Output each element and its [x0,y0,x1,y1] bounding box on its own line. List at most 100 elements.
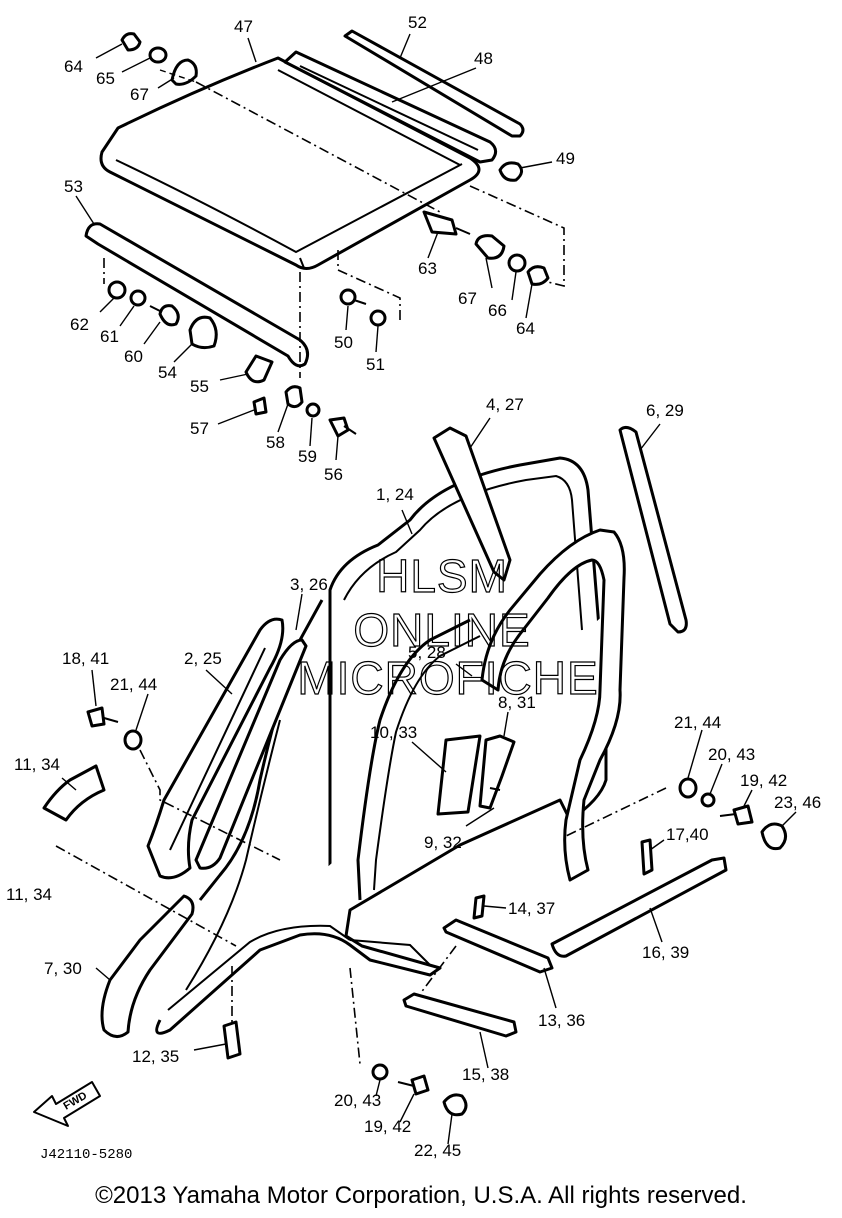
callout-6-29: 6, 29 [646,401,684,420]
washer-61 [129,289,147,307]
callout-15-38: 15, 38 [462,1065,509,1084]
callout-62: 62 [70,315,89,334]
callout-5-28: 5, 28 [408,643,446,662]
callout-57: 57 [190,419,209,438]
cap-23-46 [760,822,787,851]
callout-11-34-bottom: 11, 34 [6,885,52,904]
leader-lines [61,33,797,1145]
bolt-12-35 [222,1020,242,1060]
roof-assembly-lines [103,69,565,378]
nut-20-43-bottom [371,1063,389,1081]
callout-14-37: 14, 37 [508,899,555,918]
step-plate-15-38 [402,992,518,1038]
callout-22-45: 22, 45 [414,1141,461,1160]
callout-51: 51 [366,355,385,374]
callout-56: 56 [324,465,343,484]
bolt-17-40 [640,838,654,876]
cap-22-45 [442,1093,468,1117]
nut-51 [369,309,387,327]
nut-20-43-right [700,792,716,808]
bolt-19-42-right [719,804,754,826]
pillar-7-30 [100,894,195,1038]
callout-8-31: 8, 31 [498,693,536,712]
panel-2-25 [146,617,285,880]
callout-48: 48 [474,49,493,68]
step-plate-16-39 [550,856,728,958]
watermark-line-2: ONLINE [353,604,530,656]
callout-11-34-top: 11, 34 [14,755,60,774]
cushion-67-top [170,58,198,86]
callout-64-top: 64 [64,57,83,76]
callout-23-46: 23, 46 [774,793,821,812]
watermark: HLSM ONLINE MICROFICHE [297,549,599,704]
washer-66 [507,253,527,273]
washer-59 [305,402,321,418]
callout-50: 50 [334,333,353,352]
callout-61: 61 [100,327,119,346]
bolt-14-37 [472,894,486,920]
callout-67-top: 67 [130,85,149,104]
weatherstrip-4-27 [432,426,512,582]
callout-3-26: 3, 26 [290,575,328,594]
washer-21-44-left [123,729,143,751]
callout-52: 52 [408,13,427,32]
cushion-67-right [474,234,506,260]
callout-49: 49 [556,149,575,168]
bracket-55 [244,354,274,384]
callout-63: 63 [418,259,437,278]
callout-19-42-bottom: 19, 42 [364,1117,411,1136]
roof-panel [99,56,481,270]
collar-58 [284,385,304,409]
bolt-63 [422,210,471,236]
callout-65: 65 [96,69,115,88]
frame-assembly-lines [55,749,667,1065]
watermark-line-3: MICROFICHE [297,652,598,704]
panel-10-33 [436,734,482,816]
callout-55: 55 [190,377,209,396]
callout-53: 53 [64,177,83,196]
callout-1-24: 1, 24 [376,485,414,504]
clip-56 [328,416,357,438]
callout-12-35: 12, 35 [132,1047,179,1066]
callout-64-right: 64 [516,319,535,338]
pad-8-31 [478,734,516,810]
bracket-11-34 [42,764,106,822]
callout-60: 60 [124,347,143,366]
fwd-arrow-icon: FWD [33,1081,101,1127]
cap-49 [498,161,523,182]
bolt-57 [252,396,268,416]
callout-9-32: 9, 32 [424,833,462,852]
copyright-notice: ©2013 Yamaha Motor Corporation, U.S.A. A… [95,1182,747,1209]
washer-65 [148,46,168,64]
roof-rail-48 [283,50,497,164]
callout-labels: 47 52 48 49 64 65 67 53 62 61 60 54 55 5… [6,13,821,1160]
callout-19-42-right: 19, 42 [740,771,787,790]
roof-trim-52 [343,29,525,138]
callout-20-43-bottom: 20, 43 [334,1091,381,1110]
bolt-50 [339,288,367,306]
callout-7-30: 7, 30 [44,959,82,978]
callout-66: 66 [488,301,507,320]
front-rail-53 [84,222,310,368]
strip-3-26 [194,638,308,870]
callout-21-44-right: 21, 44 [674,713,721,732]
callout-18-41: 18, 41 [62,649,109,668]
callout-2-25: 2, 25 [184,649,222,668]
door-frame-5-28 [349,528,626,966]
callout-20-43-right: 20, 43 [708,745,755,764]
bolt-18-41 [86,706,119,728]
step-plate-13-36 [442,918,554,974]
callout-47: 47 [234,17,253,36]
nut-64-top [120,32,142,52]
washer-21-44-right [678,777,698,799]
callout-13-36: 13, 36 [538,1011,585,1030]
figure-code: J42110-5280 [40,1147,132,1163]
callout-58: 58 [266,433,285,452]
callout-21-44-left: 21, 44 [110,675,157,694]
callout-17-40: 17,40 [666,825,709,844]
weatherstrip-6-29 [618,425,688,634]
callout-59: 59 [298,447,317,466]
bolt-19-42-bottom [397,1074,430,1096]
callout-10-33: 10, 33 [370,723,417,742]
